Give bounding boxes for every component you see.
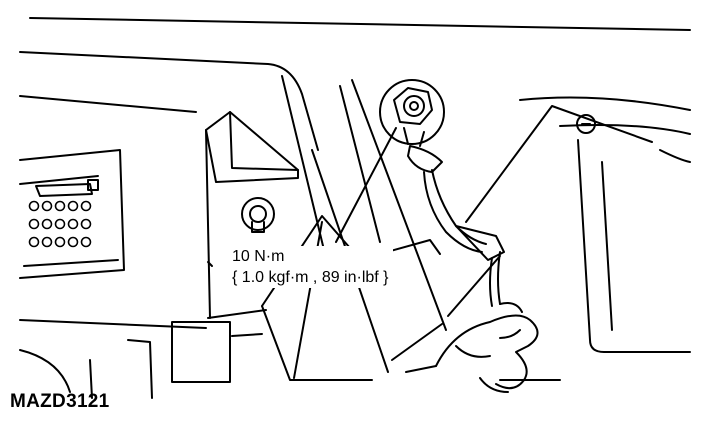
electrical-connector	[19, 149, 125, 279]
body-contour	[281, 75, 653, 373]
engine-bracket	[205, 111, 299, 319]
leader-line	[335, 127, 397, 243]
upper-panel-edge	[19, 17, 691, 151]
torque-value-alternate: { 1.0 kgf·m , 89 in·lbf }	[232, 269, 389, 286]
torque-value-metric: 10 N·m	[232, 248, 285, 265]
mounting-bolt	[241, 197, 275, 233]
right-panel	[519, 96, 691, 353]
lower-panel	[19, 319, 561, 399]
sensor-plate	[261, 215, 373, 381]
figure-code: MAZD3121	[10, 391, 110, 412]
hand	[405, 302, 539, 393]
torque-spec-callout: 10 N·m { 1.0 kgf·m , 89 in·lbf }	[228, 246, 393, 288]
knock-sensor	[379, 79, 505, 307]
